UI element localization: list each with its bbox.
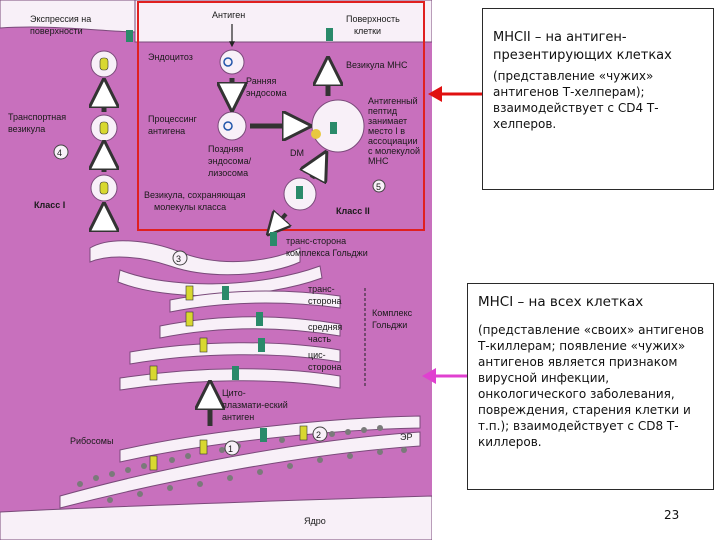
mhc2-pathway [218,24,386,232]
label-ribosomes: Рибосомы [70,436,113,446]
mhc2-info-box: MHCII – на антиген-презентирующих клетка… [482,8,714,190]
step-markers [53,144,328,456]
label-middle-part-1: средняя [308,322,342,332]
class1-transport-column [91,30,133,228]
page-number: 23 [664,508,680,522]
label-early-endosome-2: эндосома [246,88,287,98]
label-antigenic-peptide-2: пептид [368,106,398,116]
step-5-label: 5 [376,182,381,192]
label-antigenic-peptide-1: Антигенный [368,96,418,106]
label-surface-expression-1: Экспрессия на [30,14,91,24]
label-antigenic-peptide-4: место I в [368,126,405,136]
mhc1-info-box: MHCI – на всех клетках (представление «с… [467,283,714,490]
endoplasmic-reticulum [0,415,432,540]
antigen-presentation-diagram: 4 3 1 2 5 Экспрессия на поверхности Анти… [0,0,432,540]
label-antigen-processing-2: антигена [148,126,185,136]
magenta-arrow-head [422,368,436,384]
label-cis-side-2: сторона [308,362,342,372]
nucleus [0,495,432,540]
mhc1-body: (представление «своих» антигенов Т-килле… [478,323,705,449]
label-transport-vesicle-1: Транспортная [8,112,66,122]
ribosome-dots [77,425,407,503]
label-golgi-complex-2: Гольджи [372,320,407,330]
label-early-endosome-1: Ранняя [246,76,277,86]
label-late-endosome-2: эндосома/ [208,156,252,166]
label-golgi-complex-1: Комплекс [372,308,413,318]
label-class-one: Класс I [34,200,65,210]
label-trans-side-2: комплекса Гольджи [286,248,368,258]
label-nucleus: Ядро [304,516,326,526]
step-1-label: 1 [228,444,233,454]
label-cell-surface-1: Поверхность [346,14,400,24]
label-surface-expression-2: поверхности [30,26,83,36]
label-mhc-vesicle: Везикула МНС [346,60,408,70]
step-4-label: 4 [57,148,62,158]
label-middle-part-2: часть [308,334,331,344]
label-trans-short-1: транс- [308,284,335,294]
golgi-complex [89,232,366,426]
mhc1-title: MHCI – на всех клетках [478,294,644,310]
label-cytoplasmic-antigen-1: Цито- [222,388,246,398]
label-cell-surface-2: клетки [354,26,381,36]
red-arrow-head [428,86,442,102]
label-vesicle-class-1: Везикула, сохраняющая [144,190,246,200]
label-dm: DM [290,148,304,158]
label-late-endosome-1: Поздняя [208,144,243,154]
label-transport-vesicle-2: везикула [8,124,45,134]
cell-membrane-right [134,0,432,43]
label-antigen-processing-1: Процессинг [148,114,198,124]
label-antigen: Антиген [212,10,245,20]
label-antigenic-peptide-7: МНС [368,156,389,166]
label-endocytosis: Эндоцитоз [148,52,193,62]
label-er: ЭР [400,432,412,442]
label-late-endosome-3: лизосома [208,168,248,178]
mhc2-title: MHCII – на антиген-презентирующих клетка… [493,30,672,63]
label-antigenic-peptide-5: ассоциации [368,136,418,146]
label-antigenic-peptide-3: занимает [368,116,407,126]
label-cytoplasmic-antigen-3: антиген [222,412,254,422]
step-2-label: 2 [316,430,321,440]
mhc2-body: (представление «чужих» антигенов Т-хелпе… [493,69,659,131]
label-cytoplasmic-antigen-2: плазмати-еский [222,400,288,410]
label-cis-side-1: цис- [308,350,326,360]
label-antigenic-peptide-6: с молекулой [368,146,420,156]
label-class-two: Класс II [336,206,370,216]
label-trans-side-1: транс-сторона [286,236,346,246]
label-vesicle-class-2: молекулы класса [154,202,226,212]
step-3-label: 3 [176,254,181,264]
label-trans-short-2: сторона [308,296,342,306]
